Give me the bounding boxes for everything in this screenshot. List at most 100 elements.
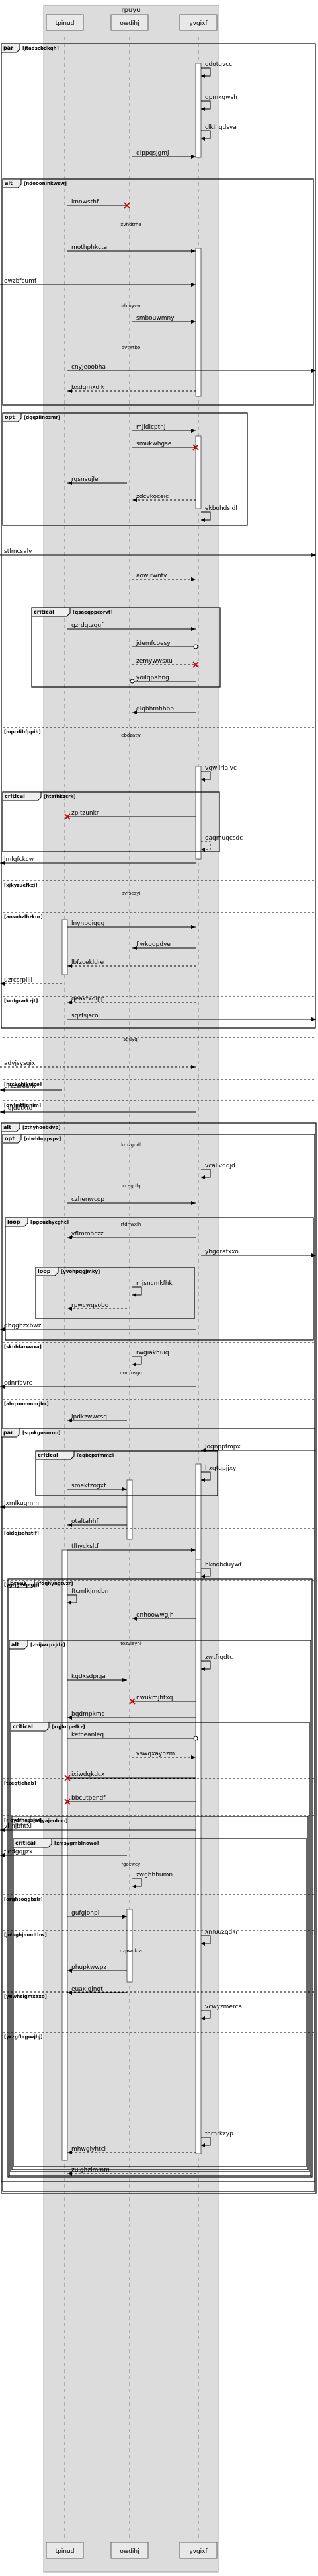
divider-note: ozpwnkta bbox=[120, 1948, 142, 1954]
message: nwukmjhtxq bbox=[129, 1695, 196, 1705]
message-label: kefceanleq bbox=[71, 1732, 104, 1738]
arrow-head bbox=[191, 320, 196, 324]
fragment-opt bbox=[2, 412, 248, 526]
message: gufgjohpi bbox=[67, 1910, 127, 1919]
participant-yvgixf-bottom bbox=[179, 2542, 218, 2559]
fragment-kind: opt bbox=[5, 1136, 15, 1142]
message: kgdxsdpiqa bbox=[67, 1674, 127, 1682]
message: dlppqsjgmj bbox=[132, 150, 196, 159]
message: hxqtqpjjxy bbox=[201, 1465, 237, 1482]
fragment-kind: break bbox=[10, 1580, 27, 1586]
message-label: sqzfsjsco bbox=[71, 1013, 99, 1019]
separator-condition: [yczgfhqpwjhj] bbox=[4, 2034, 43, 2040]
message-label: vhhjbhtxl bbox=[4, 1823, 32, 1830]
arrow-head bbox=[67, 2151, 72, 2154]
fragment-kind: par bbox=[3, 45, 13, 51]
message: loqnppfmpx bbox=[201, 1444, 316, 1452]
divider-note: avfsesyi bbox=[122, 891, 141, 896]
fragment-condition: [sqnkgusoruo] bbox=[22, 1430, 60, 1436]
fragment-tab bbox=[1, 1122, 20, 1132]
participant-label: yvgixf bbox=[189, 20, 208, 27]
message: knnwsthf bbox=[67, 199, 130, 209]
fragment-kind: critical bbox=[34, 609, 54, 615]
arrow-head bbox=[191, 1548, 196, 1552]
message: vcalivqqjd bbox=[201, 1163, 235, 1179]
message-label: zwghhhumn bbox=[136, 1872, 173, 1878]
fragment-alt bbox=[11, 1816, 309, 2170]
message: qeaktxqlpp bbox=[67, 996, 196, 1004]
participant-group-box bbox=[43, 5, 219, 2573]
separator-condition: [hrckqhjkujco] bbox=[4, 1082, 42, 1087]
message-label: czhenwcop bbox=[71, 1196, 104, 1203]
message-label: ekbohdsidl bbox=[205, 505, 237, 512]
fragment-tab bbox=[2, 1134, 22, 1144]
message: bqdmpkmc bbox=[67, 1711, 196, 1720]
message-label: flodgqjjzx bbox=[4, 1849, 33, 1855]
self-message-line bbox=[201, 1660, 211, 1670]
fragment-alt bbox=[9, 1640, 311, 2176]
fragment-tab bbox=[7, 1578, 35, 1588]
arrow-head bbox=[67, 1716, 72, 1720]
arrow-head bbox=[132, 710, 137, 714]
fragment-tab bbox=[2, 791, 42, 801]
message-label: lnynbgiqgg bbox=[71, 920, 104, 927]
arrow-head bbox=[132, 1617, 137, 1621]
message-label: adyjsysqix bbox=[4, 1060, 36, 1067]
fragment-condition: [nlwhbqqwpv] bbox=[24, 1136, 61, 1142]
message: jdemfcoesy bbox=[132, 640, 198, 649]
separator-condition: [tzeqtjehab] bbox=[4, 1781, 36, 1786]
message: kefceanleq bbox=[67, 1732, 198, 1741]
fragment-kind: alt bbox=[11, 1642, 19, 1648]
message-label: zpltzunkr bbox=[71, 810, 99, 817]
message: mjldlcptnj bbox=[132, 424, 196, 433]
message-label: zwtfrqdtc bbox=[205, 1654, 233, 1661]
fragment-tab bbox=[1, 43, 20, 53]
message-label: lbfzcekldre bbox=[71, 959, 104, 966]
fragment-kind: critical bbox=[13, 1724, 33, 1730]
separator-condition: [aidqjsohstif] bbox=[4, 1531, 39, 1536]
fragment-tab bbox=[5, 1217, 28, 1227]
message-label: mothphkcta bbox=[71, 244, 107, 251]
message: lnynbgiqgg bbox=[67, 920, 196, 929]
message: qpmkqwsh bbox=[201, 94, 237, 111]
message: zemywwsxu bbox=[132, 658, 199, 668]
fragment-condition: [jtadscbdkqh] bbox=[22, 46, 59, 51]
message-label: rpwcwqsobo bbox=[71, 1302, 109, 1309]
fragment-condition: [zmsygmblnowo] bbox=[54, 1841, 99, 1846]
participant-owdihj-top bbox=[110, 14, 149, 31]
message-label: urzzefeeiw bbox=[4, 1084, 36, 1090]
arrow-head bbox=[122, 1678, 127, 1682]
circle-end-icon bbox=[193, 1736, 198, 1741]
message: dhqghzxbwz bbox=[0, 1323, 196, 1331]
message-label: bqdmpkmc bbox=[71, 1711, 105, 1718]
arrow-head bbox=[67, 1307, 72, 1311]
arrow-head bbox=[311, 553, 316, 557]
self-message-line bbox=[201, 1169, 211, 1178]
arrow-head bbox=[67, 1523, 72, 1527]
message: yflmmhczz bbox=[67, 1231, 196, 1239]
arrow-head bbox=[201, 518, 205, 522]
message: phupkwwpz bbox=[67, 1964, 127, 1973]
arrow-head bbox=[122, 1915, 127, 1919]
message: vhhjbhtxl bbox=[0, 1823, 196, 1832]
fragment-critical bbox=[10, 1722, 310, 2172]
message-label: uzrcsrpiiii bbox=[4, 977, 32, 984]
activation-bar bbox=[61, 919, 68, 975]
arrow-head bbox=[67, 481, 72, 485]
arrow-head bbox=[67, 2172, 72, 2176]
message: cdnrfavrc bbox=[0, 1380, 196, 1389]
message: stlmcsalv bbox=[0, 548, 316, 557]
participant-tpinud-bottom bbox=[46, 2542, 84, 2559]
arrow-head bbox=[201, 1942, 205, 1946]
arrow-head bbox=[201, 1667, 205, 1671]
arrow-head bbox=[0, 1327, 5, 1331]
message-label: xmoozqdkr bbox=[205, 1929, 238, 1936]
message-label: smbouwmny bbox=[136, 315, 175, 322]
message-label: jdemfcoesy bbox=[136, 640, 171, 647]
divider-note: umrfnsgo bbox=[120, 1370, 141, 1376]
arrow-head bbox=[201, 2016, 205, 2020]
arrow-head bbox=[201, 74, 205, 78]
message: lmlqfckcw bbox=[0, 856, 196, 865]
message-label: flwkqdpdye bbox=[136, 941, 171, 948]
arrow-head bbox=[0, 1110, 5, 1114]
